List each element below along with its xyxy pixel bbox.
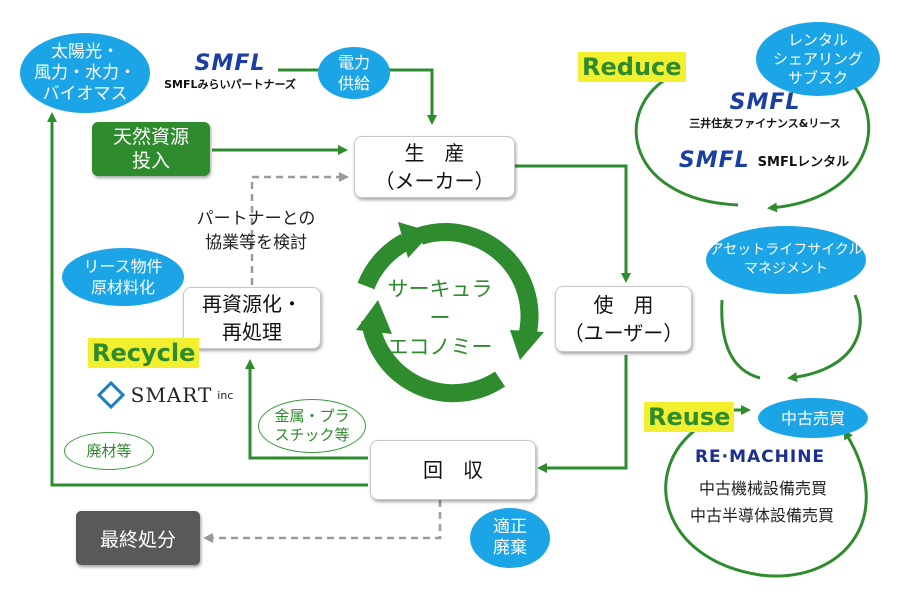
rental-sharing-bubble: レンタル シェアリング サブスク — [756, 22, 880, 96]
asset-lifecycle-bubble: アセットライフサイクル マネジメント — [706, 226, 866, 294]
smfl-rental-name: SMFLレンタル — [757, 154, 850, 170]
circular-economy-label: サーキュラー エコノミー — [387, 276, 493, 359]
reuse-label: Reuse — [644, 402, 735, 432]
waste-material-bubble: 廃材等 — [64, 432, 154, 470]
final-disposal-box: 最終処分 — [76, 511, 200, 565]
collection-box: 回 収 — [370, 440, 536, 500]
smart-logo-text: SMART — [130, 383, 213, 407]
smfl-finance-logo: SMFL 三井住友ファイナンス&リース — [660, 82, 870, 138]
collection-to-recycle-arrow — [245, 359, 368, 460]
natural-resources-box: 天然資源 投入 — [92, 122, 210, 176]
lease-material-bubble: リース物件 原材料化 — [62, 248, 184, 306]
smfl-mirai-name: SMFLみらいパートナーズ — [164, 78, 296, 91]
smart-inc-text: inc — [217, 388, 234, 402]
used-machinery-text: 中古機械設備売買 — [698, 479, 827, 498]
usage-to-collection-arrow — [537, 355, 628, 473]
smfl-finance-name: 三井住友ファイナンス&リース — [689, 116, 841, 130]
reduce-loop-right — [767, 78, 871, 213]
energy-sources-bubble: 太陽光・ 風力・水力・ バイオマス — [20, 33, 150, 113]
smart-logo: SMART inc — [92, 377, 242, 413]
proper-disposal-bubble: 適正 廃棄 — [470, 508, 550, 568]
smfl-rental-logo: SMFL SMFLレンタル — [664, 140, 864, 180]
smfl-logo-text: SMFL — [194, 51, 266, 76]
final-disposal-dashed-arrow — [203, 500, 442, 543]
waste-feedback-arrow — [47, 112, 368, 487]
recycle-label: Recycle — [88, 338, 200, 368]
smfl-finance-logo-text: SMFL — [729, 89, 801, 115]
smart-diamond-icon — [96, 380, 125, 410]
smfl-rental-logo-text: SMFL — [678, 147, 750, 173]
reuse-loop — [664, 426, 868, 578]
reduce-loop-left — [634, 70, 739, 207]
recycling-box: 再資源化・ 再処理 — [183, 287, 321, 349]
alm-loop-right — [787, 294, 862, 383]
reduce-label: Reduce — [578, 52, 686, 82]
alm-loop-left — [720, 299, 761, 380]
used-semiconductor-text: 中古半導体設備売買 — [689, 506, 834, 525]
used-trading-bubble: 中古売買 — [758, 398, 868, 438]
production-box: 生 産 （メーカー） — [354, 136, 515, 198]
power-supply-bubble: 電力 供給 — [318, 47, 390, 99]
circular-ring — [357, 223, 539, 403]
remachine-logo: RE·MACHINE — [694, 447, 826, 467]
usage-box: 使 用 （ユーザー） — [555, 286, 692, 352]
partner-collaboration-text: パートナーとの 協業等を検討 — [196, 209, 316, 253]
smfl-mirai-logo: SMFL SMFLみらいパートナーズ — [160, 44, 300, 99]
recycle-to-production-dashed-arrow — [250, 172, 349, 285]
metal-plastic-bubble: 金属・プラ スチック等 — [258, 399, 366, 453]
production-to-usage-arrow — [515, 164, 631, 283]
